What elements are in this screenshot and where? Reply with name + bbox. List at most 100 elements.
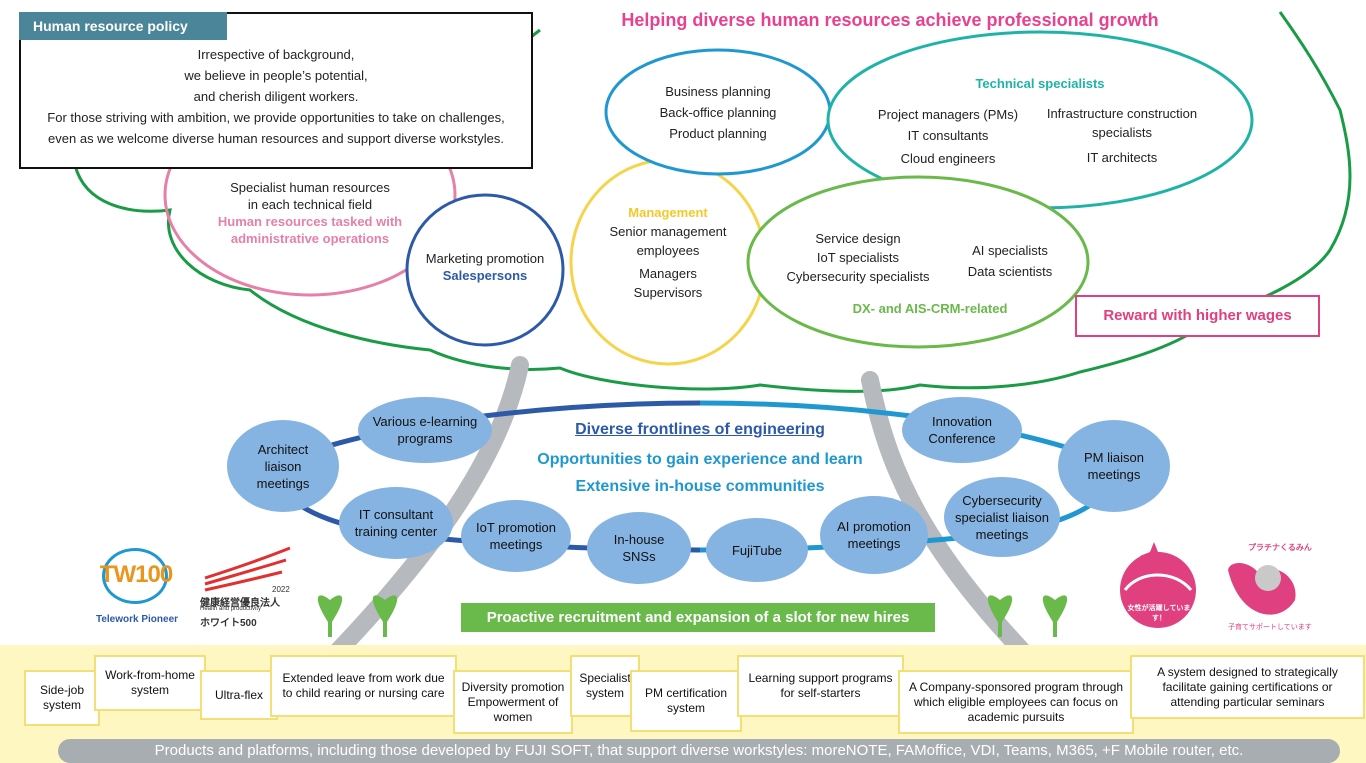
system-label: Specialist system bbox=[579, 671, 631, 700]
technical-item: specialists bbox=[1092, 125, 1152, 140]
technical-title: Technical specialists bbox=[975, 76, 1105, 91]
business-line: Product planning bbox=[669, 126, 767, 141]
circle-dx bbox=[746, 175, 1090, 349]
bubble-fujitube: FujiTube bbox=[706, 518, 808, 582]
management-title: Management bbox=[628, 205, 708, 220]
policy-text: Irrespective of background, we believe i… bbox=[25, 44, 527, 149]
technical-col1: Project managers (PMs) IT consultants Cl… bbox=[862, 104, 1034, 169]
platinum-bottom: 子育てサポートしています bbox=[1228, 624, 1312, 631]
policy-tab: Human resource policy bbox=[19, 12, 227, 40]
specialist-line: Specialist human resources bbox=[230, 180, 390, 195]
bubble-label: IT consultant training center bbox=[354, 507, 438, 539]
system-label: Ultra-flex bbox=[214, 687, 263, 702]
frontline-subtitle: Extensive in-house communities bbox=[575, 478, 825, 495]
system-label: Work-from-home system bbox=[105, 668, 195, 697]
technical-item: IT consultants bbox=[907, 128, 989, 143]
system-ultraflex: Ultra-flex bbox=[200, 670, 278, 720]
headline: Helping diverse human resources achieve … bbox=[621, 10, 1159, 30]
dx-item: Cybersecurity specialists bbox=[786, 269, 930, 284]
management-text: Management Senior management employees M… bbox=[585, 203, 751, 302]
dx-item: IoT specialists bbox=[816, 250, 900, 265]
technical-item: Cloud engineers bbox=[900, 151, 996, 166]
system-learning: Learning support programs for self-start… bbox=[737, 655, 904, 717]
bubble-label: In-house SNSs bbox=[613, 532, 665, 564]
circle-marketing bbox=[405, 193, 565, 347]
system-certs: A system designed to strategically facil… bbox=[1130, 655, 1365, 719]
system-label: PM certification system bbox=[644, 686, 728, 715]
system-pmcert: PM certification system bbox=[630, 670, 742, 732]
policy-line: and cherish diligent workers. bbox=[193, 89, 359, 104]
platinum-top: プラチナくるみん bbox=[1248, 543, 1312, 552]
management-line: Managers bbox=[639, 266, 697, 281]
system-academic: A Company-sponsored program through whic… bbox=[898, 670, 1134, 734]
system-label: Learning support programs for self-start… bbox=[748, 671, 893, 700]
sprout-left bbox=[317, 595, 398, 637]
management-line: Senior management bbox=[609, 224, 727, 239]
health-year: 2022 bbox=[272, 585, 290, 594]
dx-item: Data scientists bbox=[967, 264, 1053, 279]
eruboshi-logo bbox=[1120, 542, 1196, 628]
health-logo-mark bbox=[204, 546, 291, 592]
dx-col1: Service design IoT specialists Cybersecu… bbox=[772, 229, 944, 286]
specialist-line: in each technical field bbox=[247, 197, 373, 212]
platinum-kurumin-logo bbox=[1228, 563, 1296, 615]
health-en: Health and productivity bbox=[200, 606, 262, 612]
system-sidejob: Side-job system bbox=[24, 670, 100, 726]
system-label: A system designed to strategically facil… bbox=[1157, 664, 1338, 709]
system-wfh: Work-from-home system bbox=[94, 655, 206, 711]
specialist-accent: administrative operations bbox=[230, 231, 390, 246]
bubble-label: IoT promotion meetings bbox=[476, 520, 556, 552]
management-line: Supervisors bbox=[633, 285, 703, 300]
specialist-text: Specialist human resources in each techn… bbox=[200, 179, 420, 247]
bubble-label: AI promotion meetings bbox=[837, 519, 911, 551]
telework-ring-icon bbox=[102, 548, 168, 604]
system-label: A Company-sponsored program through whic… bbox=[908, 679, 1124, 724]
technical-item: Project managers (PMs) bbox=[877, 107, 1019, 122]
technical-col2: Infrastructure construction specialists … bbox=[1036, 104, 1208, 167]
bubble-label: FujiTube bbox=[731, 542, 783, 558]
system-label: Side-job system bbox=[39, 683, 85, 712]
frontline-title: Diverse frontlines of engineering bbox=[575, 421, 825, 438]
bubble-architect: Architect liaison meetings bbox=[227, 420, 339, 512]
marketing-accent: Salespersons bbox=[442, 268, 528, 283]
bubble-label: Architect liaison meetings bbox=[256, 441, 310, 491]
bubble-iot: IoT promotion meetings bbox=[461, 500, 571, 572]
sprout-right bbox=[987, 595, 1068, 637]
frontline-subtitle: Opportunities to gain experience and lea… bbox=[537, 451, 863, 468]
health-500: ホワイト500 bbox=[200, 618, 257, 629]
bubble-elearning: Various e-learning programs bbox=[358, 397, 492, 463]
policy-line: For those striving with ambition, we pro… bbox=[47, 110, 505, 125]
bubble-label: Innovation Conference bbox=[928, 414, 996, 446]
dx-item: Service design bbox=[815, 231, 901, 246]
technical-item: Infrastructure construction bbox=[1046, 106, 1198, 121]
marketing-text: Marketing promotion Salespersons bbox=[418, 250, 552, 284]
telework-logo: TW100 bbox=[96, 546, 176, 608]
dx-col2: AI specialists Data scientists bbox=[940, 240, 1080, 282]
products-bar: Products and platforms, including those … bbox=[58, 739, 1340, 763]
bubble-ai: AI promotion meetings bbox=[820, 496, 928, 574]
business-line: Business planning bbox=[665, 84, 771, 99]
business-line: Back-office planning bbox=[659, 105, 777, 120]
bubble-cyber: Cybersecurity specialist liaison meeting… bbox=[944, 477, 1060, 557]
recruit-banner: Proactive recruitment and expansion of a… bbox=[461, 603, 935, 632]
bubble-label: Cybersecurity specialist liaison meeting… bbox=[955, 492, 1049, 542]
bubble-pm: PM liaison meetings bbox=[1058, 420, 1170, 512]
bubble-itconsultant: IT consultant training center bbox=[339, 487, 453, 559]
business-text: Business planning Back-office planning P… bbox=[630, 81, 806, 144]
system-label: Extended leave from work due to child re… bbox=[282, 671, 445, 700]
bubble-label: PM liaison meetings bbox=[1084, 450, 1144, 482]
management-line: employees bbox=[636, 243, 700, 258]
policy-line: Irrespective of background, bbox=[197, 47, 355, 62]
bubble-sns: In-house SNSs bbox=[587, 512, 691, 584]
bubble-innovation: Innovation Conference bbox=[902, 397, 1022, 463]
system-diversity: Diversity promotion Empowerment of women bbox=[453, 670, 573, 734]
policy-line: we believe in people’s potential, bbox=[184, 68, 368, 83]
system-label: Diversity promotion Empowerment of women bbox=[461, 679, 565, 724]
dx-title: DX- and AIS-CRM-related bbox=[852, 301, 1008, 316]
reward-box: Reward with higher wages bbox=[1075, 295, 1320, 337]
growth-cloud-outline bbox=[73, 11, 1352, 393]
specialist-accent: Human resources tasked with bbox=[217, 214, 403, 229]
system-leave: Extended leave from work due to child re… bbox=[270, 655, 457, 717]
bubble-label: Various e-learning programs bbox=[372, 414, 478, 446]
